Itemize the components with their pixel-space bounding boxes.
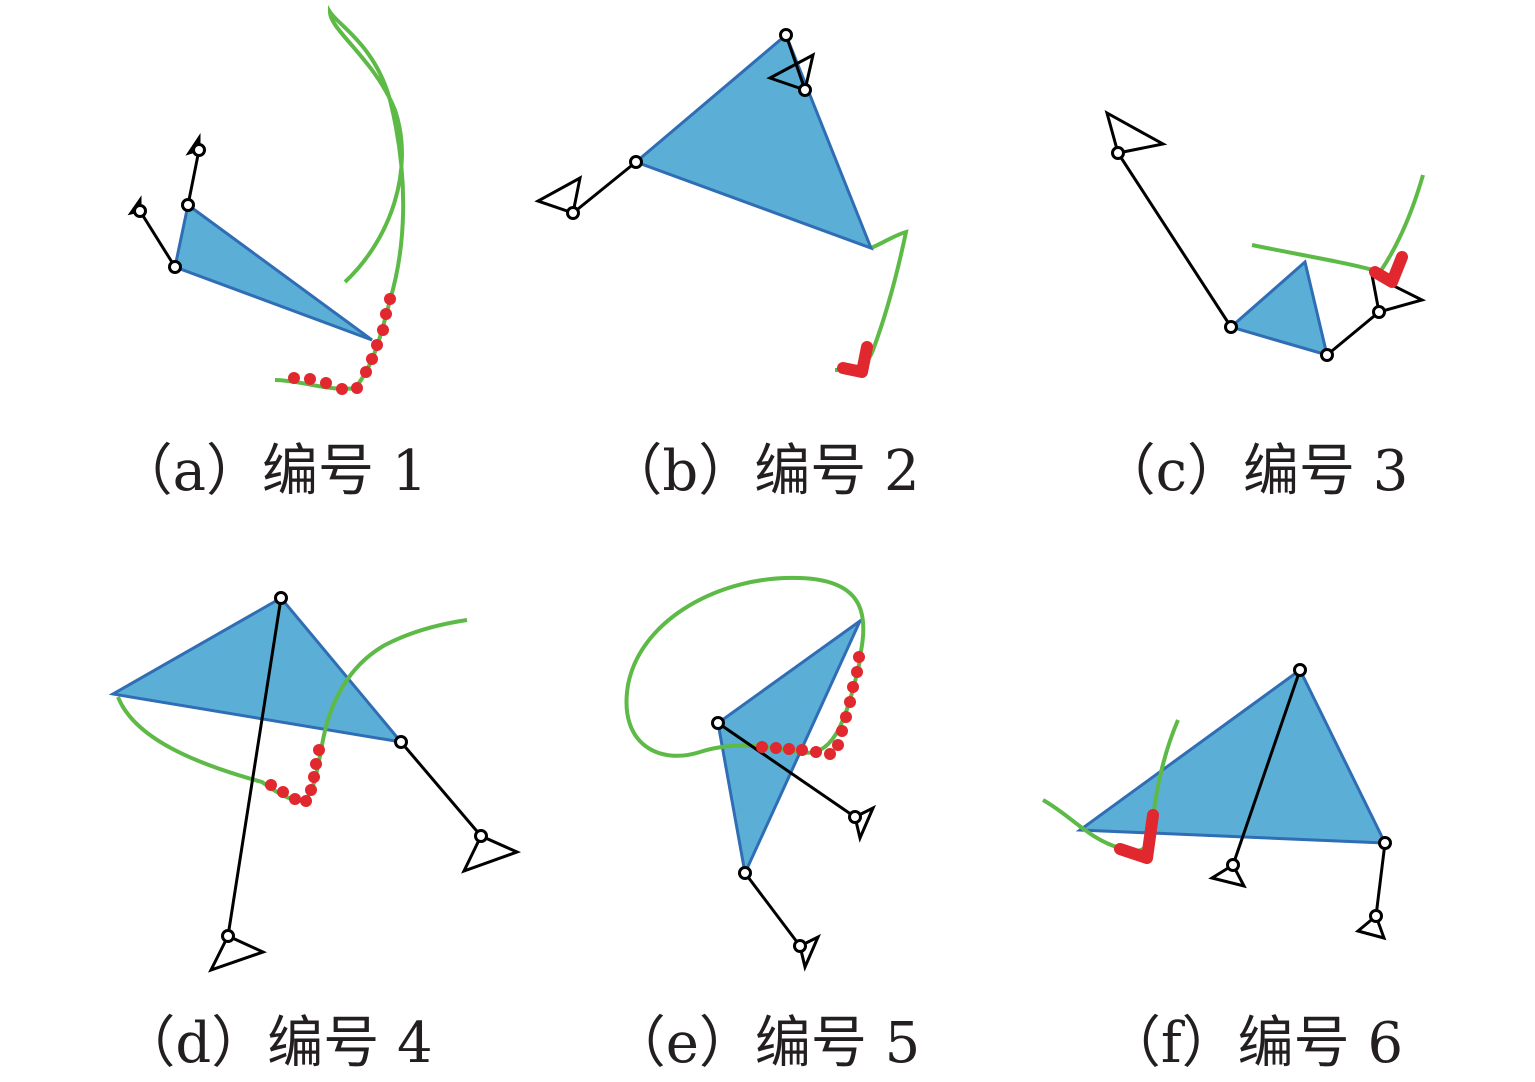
panel-a-caption: （a）编号 1 [117,439,428,504]
panel-e-ground-pivot-2 [798,933,822,972]
panel-f-link-1 [1231,669,1302,866]
panel-b: （b）编号 2 [534,28,920,504]
panel-f-ground-pivot-1 [1208,862,1247,889]
panel-b-link-2 [784,34,807,91]
panel-c-marker [1369,251,1408,288]
panel-d-link-1 [226,597,283,937]
panel-b-coupler-triangle [633,32,874,251]
panel-c-link-1 [1116,152,1233,328]
panel-f-coupler-triangle [1075,667,1388,845]
panel-d-joints [221,591,488,943]
panel-d-marker-dots [265,744,325,807]
panel-d: （d）编号 4 [108,591,522,1076]
panel-d-coupler-triangle [108,596,405,745]
panel-a-link-2 [186,149,201,206]
panel-d-ground-pivot-1 [208,934,268,973]
panel-a-marker-dots [288,293,396,395]
panel-b-joints [566,28,812,220]
panel-d-link-2 [399,741,483,837]
panel-e-marker-dots [756,651,865,760]
panel-e-ground-pivot-1 [853,804,877,843]
panel-d-caption: （d）编号 4 [119,1011,432,1076]
panel-b-caption: （b）编号 2 [606,439,919,504]
panel-a-joints [133,143,206,274]
panel-b-ground-pivot-2 [766,52,816,92]
panel-a-link-1 [138,210,177,268]
panel-c: （c）编号 3 [1100,109,1427,504]
panel-e: （e）编号 5 [610,575,921,1076]
panel-c-ground-pivot-2 [1369,272,1427,314]
panel-e-caption: （e）编号 5 [610,1011,921,1076]
panel-c-ground-pivot-1 [1104,109,1168,155]
panel-c-caption: （c）编号 3 [1100,439,1409,504]
panel-f-link-2 [1374,842,1387,917]
panel-e-link-1 [717,721,856,819]
panel-f-marker [1114,809,1159,864]
panel-c-coupler-triangle [1227,259,1330,358]
panel-f-ground-pivot-2 [1354,913,1387,941]
panel-a-coupler-triangle [173,202,373,342]
panel-c-link-2 [1326,310,1380,357]
panel-b-link-1 [572,160,637,215]
panel-b-marker [837,341,873,378]
panel-e-link-2 [743,872,802,947]
panel-d-ground-pivot-2 [461,834,522,874]
panel-f: （f）编号 6 [1042,663,1403,1076]
panel-c-joints [1111,146,1386,362]
panel-f-caption: （f）编号 6 [1105,1011,1403,1076]
panel-f-joints [1226,663,1392,923]
panel-a-trajectory [274,4,406,391]
panel-e-joints [711,716,862,953]
panel-b-ground-pivot-1 [534,175,583,215]
panel-a: （a）编号 1 [117,4,428,504]
